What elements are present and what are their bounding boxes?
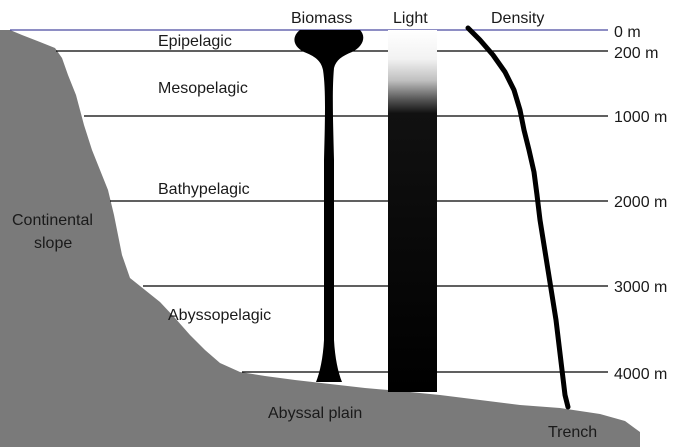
zone-bathypelagic-label: Bathypelagic bbox=[158, 181, 250, 198]
zone-abyssopelagic-label: Abyssopelagic bbox=[168, 307, 271, 324]
depth-label-1000: 1000 m bbox=[614, 109, 667, 126]
continental-slope-label-line2: slope bbox=[34, 235, 72, 252]
abyssal-plain-label: Abyssal plain bbox=[268, 405, 362, 422]
zone-epipelagic-label: Epipelagic bbox=[158, 33, 232, 50]
continental-slope-label-line1: Continental bbox=[12, 212, 93, 229]
depth-label-2000: 2000 m bbox=[614, 194, 667, 211]
light-column bbox=[388, 30, 437, 392]
biomass-header: Biomass bbox=[291, 10, 352, 27]
light-header: Light bbox=[393, 10, 428, 27]
depth-label-0: 0 m bbox=[614, 24, 641, 41]
depth-label-200: 200 m bbox=[614, 45, 658, 62]
biomass-profile bbox=[294, 30, 363, 382]
zone-mesopelagic-label: Mesopelagic bbox=[158, 80, 248, 97]
trench-label: Trench bbox=[548, 424, 597, 441]
density-profile bbox=[468, 28, 568, 407]
depth-label-3000: 3000 m bbox=[614, 279, 667, 296]
density-header: Density bbox=[491, 10, 544, 27]
depth-label-4000: 4000 m bbox=[614, 366, 667, 383]
